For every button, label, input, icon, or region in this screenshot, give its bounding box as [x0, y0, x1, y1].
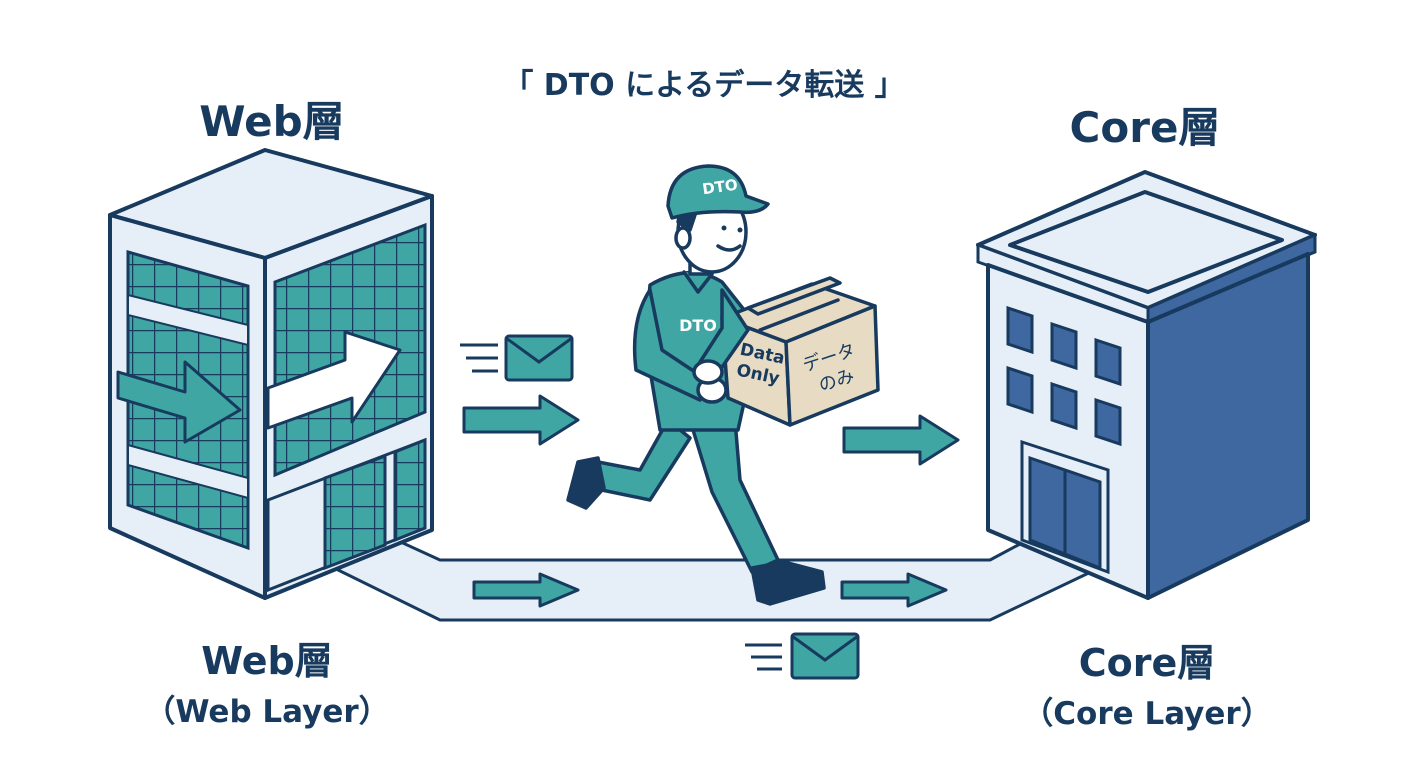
- core-building: [976, 170, 1317, 600]
- diagram-title: 「 DTO によるデータ転送 」: [503, 68, 905, 103]
- arrow-icon-road-right: [840, 572, 948, 608]
- web-layer-label: Web層: [201, 639, 333, 683]
- shirt-label: DTO: [679, 316, 717, 335]
- web-layer-header: Web層: [199, 97, 345, 146]
- envelope-icon-upper: [460, 334, 574, 382]
- courier-figure: [566, 164, 880, 606]
- arrow-icon-core-in: [842, 414, 960, 466]
- web-building: [108, 148, 434, 600]
- core-layer-header: Core層: [1069, 103, 1221, 152]
- core-layer-label: Core層: [1078, 641, 1216, 685]
- arrow-icon-web-out: [462, 394, 580, 446]
- web-layer-sublabel: （Web Layer）: [144, 694, 390, 730]
- core-layer-sublabel: （Core Layer）: [1022, 696, 1272, 732]
- transfer-road: [328, 526, 1097, 622]
- arrow-icon-road-left: [472, 572, 580, 608]
- envelope-icon-lower: [745, 632, 860, 680]
